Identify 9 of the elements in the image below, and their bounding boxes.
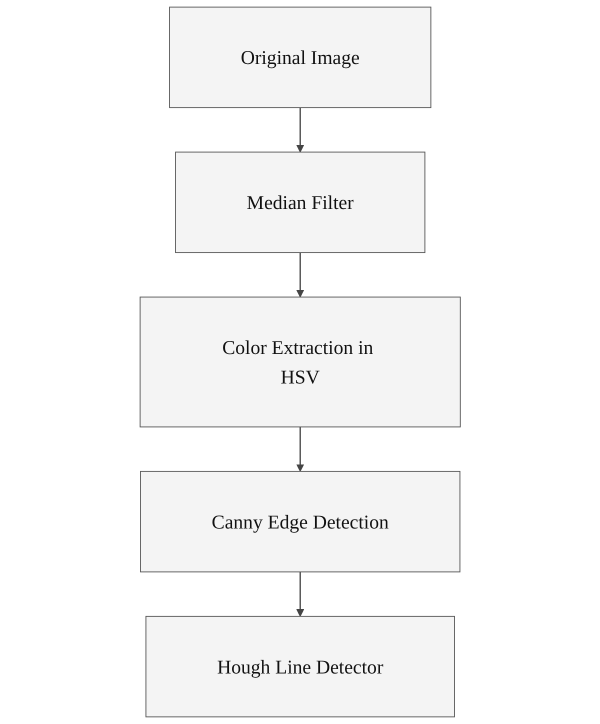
node-box: Hough Line Detector [145, 616, 455, 718]
arrow [296, 426, 304, 472]
node-box: Original Image [168, 6, 432, 108]
arrow [296, 108, 304, 152]
node-box: Canny Edge Detection [140, 470, 460, 572]
arrow [296, 572, 304, 617]
node-box: Color Extraction in HSV [139, 296, 461, 428]
arrow [296, 252, 304, 298]
node-box: Median Filter [174, 152, 426, 254]
